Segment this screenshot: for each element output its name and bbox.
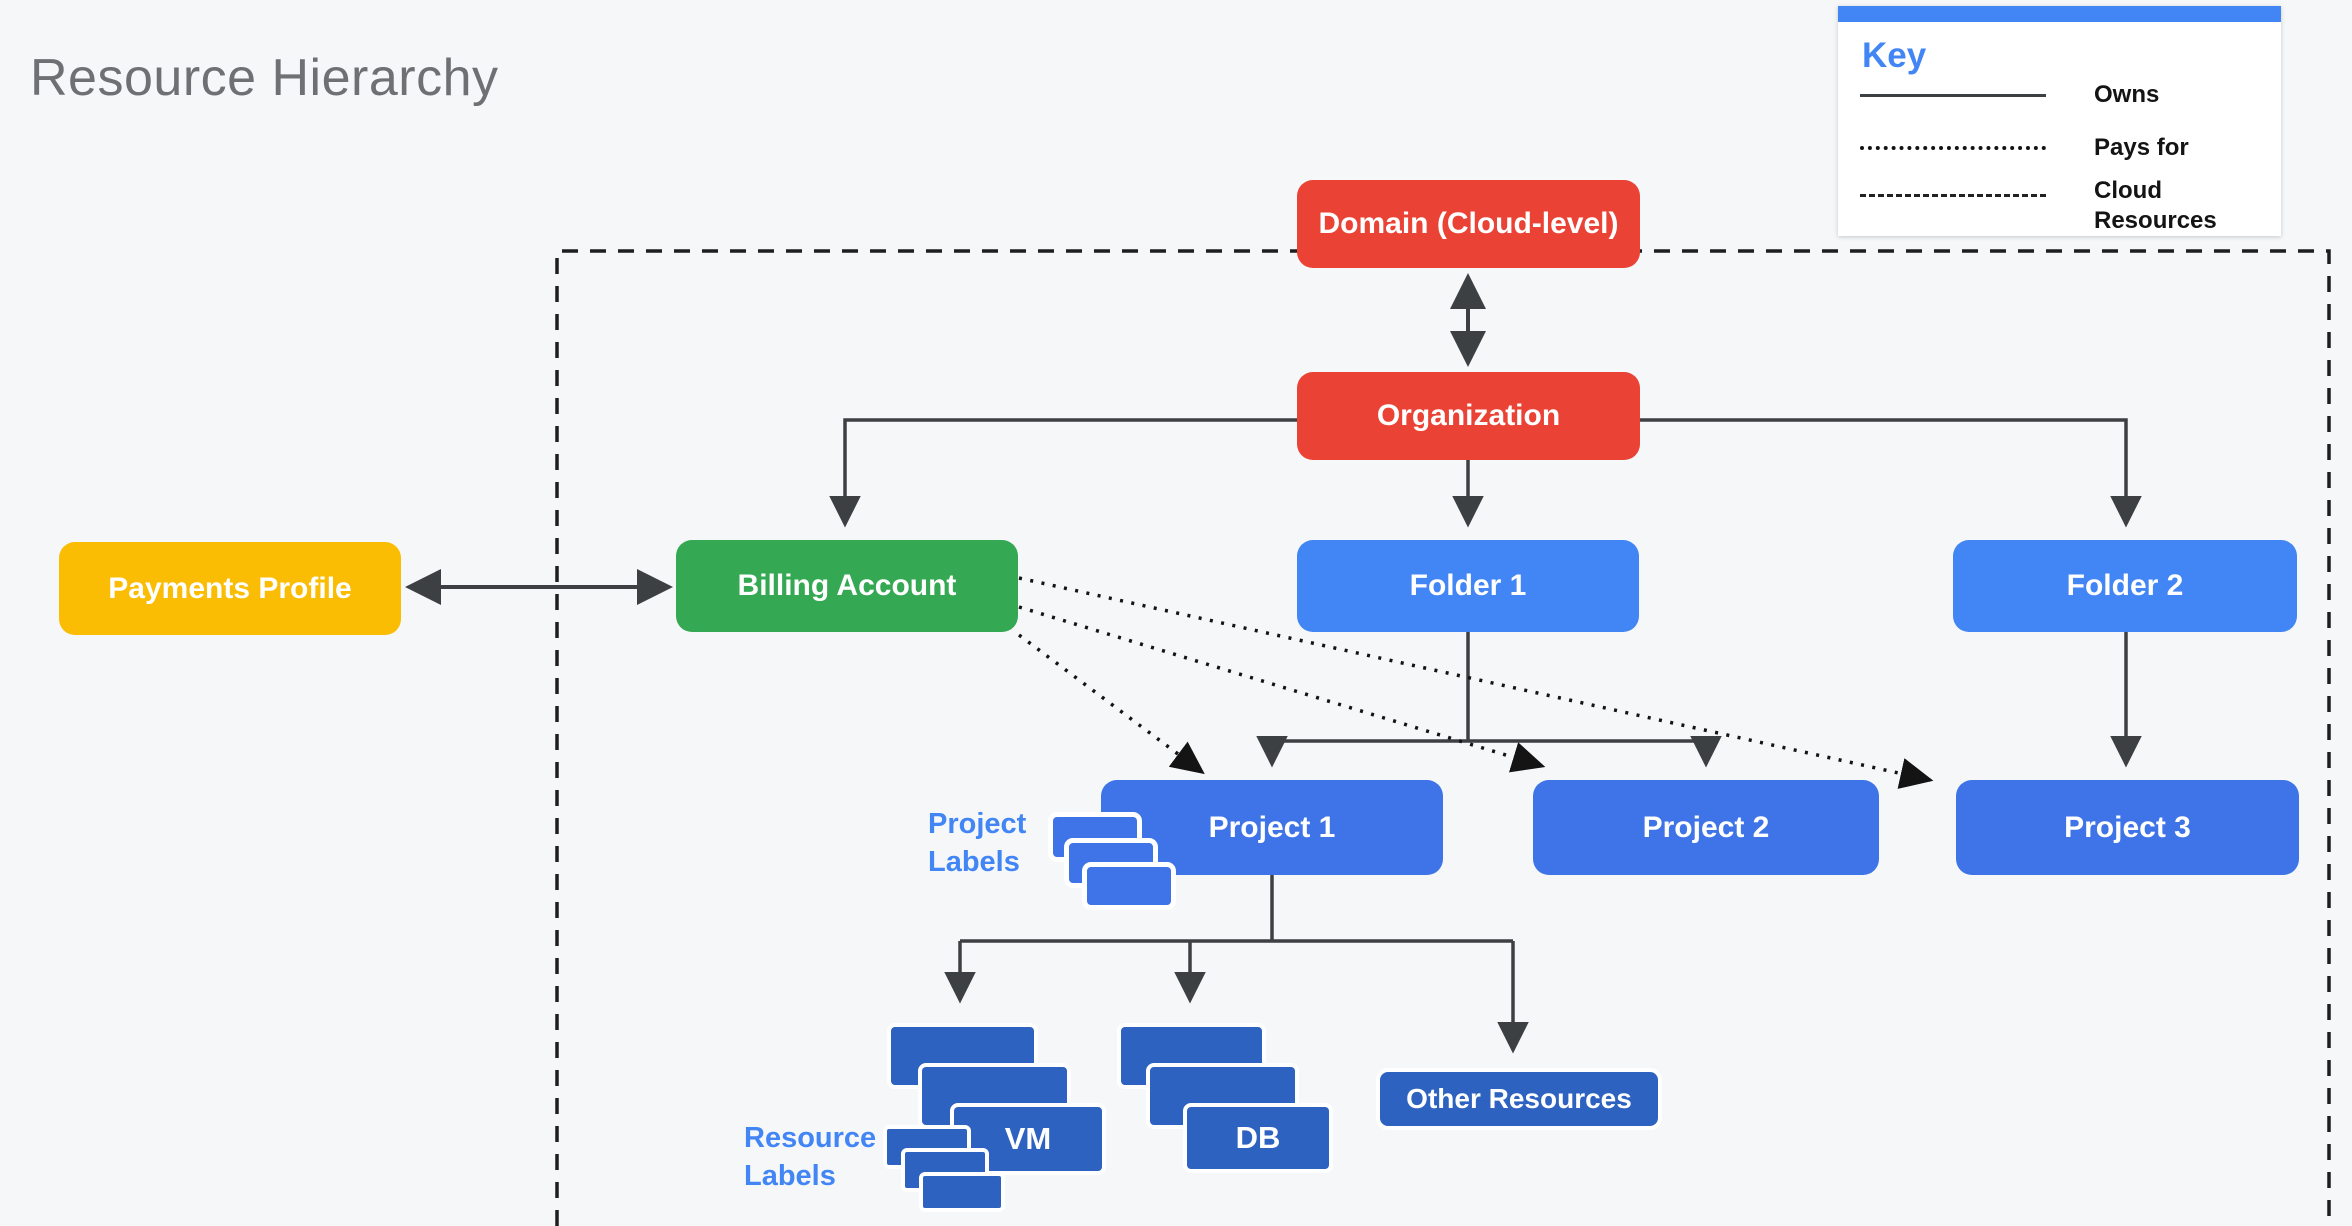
legend-key: Key Owns Pays for Cloud Resources	[1838, 6, 2281, 236]
resource-label-card	[919, 1172, 1005, 1212]
project-label-card	[1082, 862, 1176, 910]
node-folder-1: Folder 1	[1297, 540, 1639, 632]
connector-project-1-split	[960, 875, 1513, 943]
project-labels-annotation: Project Labels	[928, 808, 1027, 878]
page-title: Resource Hierarchy	[30, 49, 499, 107]
node-payments-profile: Payments Profile	[59, 542, 401, 635]
legend-label-cloud-resources: Cloud Resources	[2094, 177, 2217, 234]
connector-organization-billing-account	[829, 418, 1297, 528]
node-project-1: Project 1	[1101, 780, 1443, 875]
legend-solid-line-sample	[1860, 94, 2046, 97]
legend-label-pays-for: Pays for	[2094, 134, 2189, 161]
legend-title: Key	[1862, 36, 1927, 75]
node-project-2: Project 2	[1533, 780, 1879, 875]
legend-dotted-line-sample	[1860, 146, 2046, 150]
node-organization: Organization	[1297, 372, 1640, 460]
connector-folder-1-split	[1272, 632, 1706, 743]
node-folder-2: Folder 2	[1953, 540, 2297, 632]
connector-organization-folder-2	[1640, 418, 2142, 528]
legend-label-owns: Owns	[2094, 81, 2160, 108]
legend-dashed-line-sample	[1860, 194, 2046, 197]
legend-top-bar	[1838, 6, 2281, 22]
node-other-resources: Other Resources	[1376, 1068, 1662, 1130]
node-project-3: Project 3	[1956, 780, 2299, 875]
node-domain: Domain (Cloud-level)	[1297, 180, 1640, 268]
node-db: DB	[1183, 1103, 1333, 1173]
resource-labels-annotation: Resource Labels	[744, 1122, 877, 1192]
node-billing-account: Billing Account	[676, 540, 1018, 632]
